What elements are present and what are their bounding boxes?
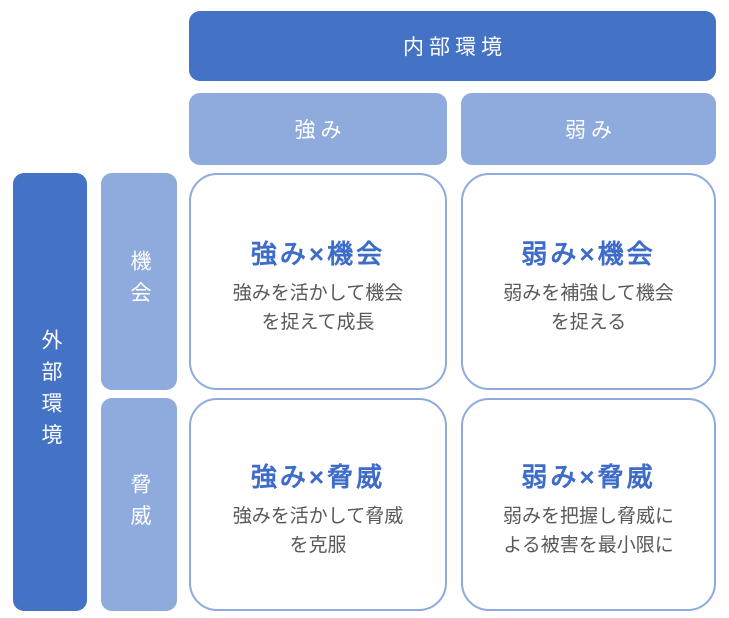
- threats-label: 脅威: [128, 473, 151, 536]
- cell-title-weaknesses-threats: 弱み×脅威: [521, 461, 656, 492]
- cell-description-weaknesses-opportunities: 弱みを補強して機会 を捉える: [503, 279, 673, 338]
- cell-description-strengths-threats: 強みを活かして脅威 を克服: [233, 502, 403, 561]
- strengths-label: 強み: [294, 119, 347, 142]
- column-header-strengths: 強み: [189, 93, 447, 165]
- cell-title-weaknesses-opportunities: 弱み×機会: [521, 238, 656, 269]
- description-line: を捉える: [550, 312, 627, 333]
- description-line: 弱みを把握し脅威に: [502, 505, 674, 527]
- column-header-weaknesses: 弱み: [461, 93, 716, 165]
- cell-description-weaknesses-threats: 弱みを把握し脅威に よる被害を最小限に: [503, 502, 674, 561]
- row-header-opportunities: 機会: [101, 173, 177, 390]
- description-line: 強みを活かして脅威: [232, 505, 404, 527]
- description-line: よる被害を最小限に: [503, 535, 674, 556]
- external-environment-label: 外部環境: [39, 329, 62, 455]
- cell-weaknesses-threats: 弱み×脅威 弱みを把握し脅威に よる被害を最小限に: [461, 398, 716, 611]
- description-line: 弱みを補強して機会: [503, 282, 674, 304]
- internal-environment-header: 内部環境: [189, 11, 716, 81]
- description-line: を捉えて成長: [261, 312, 375, 333]
- cell-weaknesses-opportunities: 弱み×機会 弱みを補強して機会 を捉える: [461, 173, 716, 390]
- weaknesses-label: 弱み: [565, 119, 617, 142]
- internal-environment-label: 内部環境: [403, 36, 507, 59]
- opportunities-label: 機会: [128, 250, 151, 313]
- cell-description-strengths-opportunities: 強みを活かして機会 を捉えて成長: [233, 279, 403, 338]
- cell-title-strengths-threats: 強み×脅威: [250, 461, 386, 492]
- description-line: 強みを活かして機会: [232, 282, 404, 304]
- cell-title-strengths-opportunities: 強み×機会: [250, 238, 386, 269]
- cell-strengths-threats: 強み×脅威 強みを活かして脅威 を克服: [189, 398, 447, 611]
- external-environment-header: 外部環境: [13, 173, 87, 611]
- description-line: を克服: [289, 535, 347, 556]
- cell-strengths-opportunities: 強み×機会 強みを活かして機会 を捉えて成長: [189, 173, 447, 390]
- row-header-threats: 脅威: [101, 398, 177, 611]
